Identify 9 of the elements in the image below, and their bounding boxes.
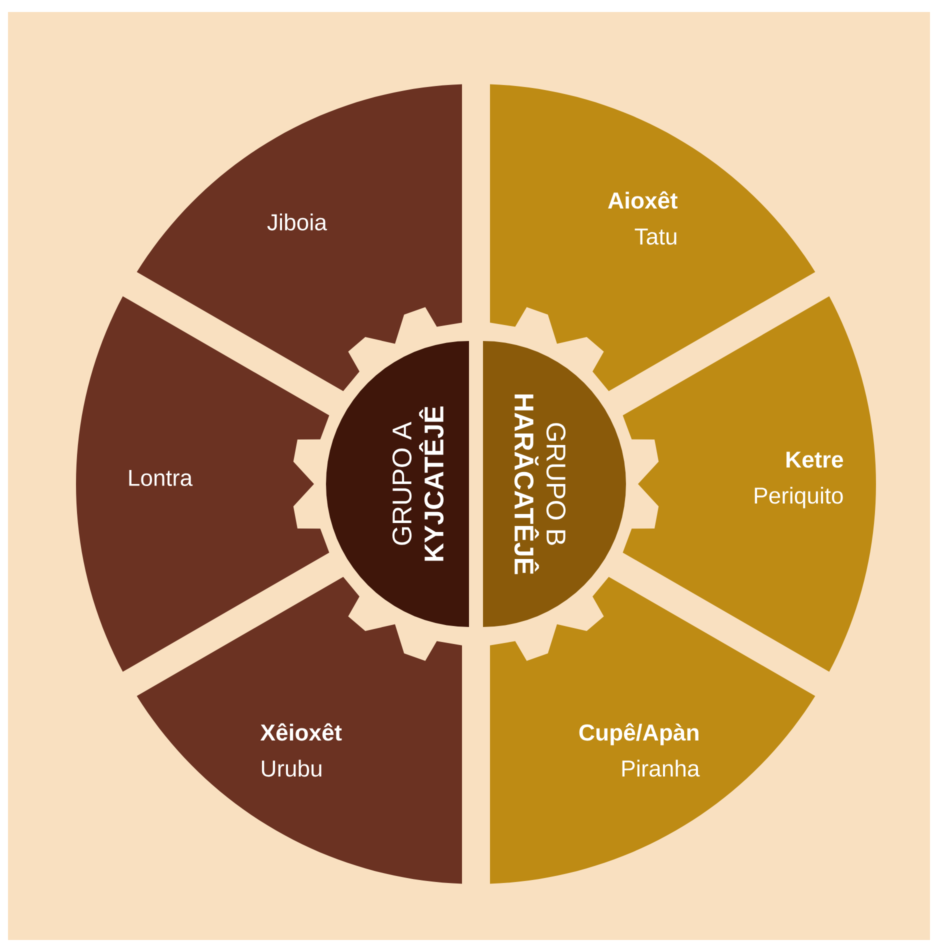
node-label: Lontra: [129, 470, 193, 486]
ring-segment: Lontra: [76, 296, 330, 672]
ring-segment: Cupê/Apàn Piranha: [490, 576, 816, 884]
ring-segment: Xêioxêt Urubu: [136, 576, 462, 884]
node-label: Ketre: [786, 452, 844, 468]
ring-segment: Aioxêt Tatu: [490, 84, 816, 392]
ring-segment: Jiboia: [136, 84, 462, 392]
node-label: Periquito: [754, 486, 843, 508]
ring-segment: Ketre Periquito: [622, 296, 876, 672]
